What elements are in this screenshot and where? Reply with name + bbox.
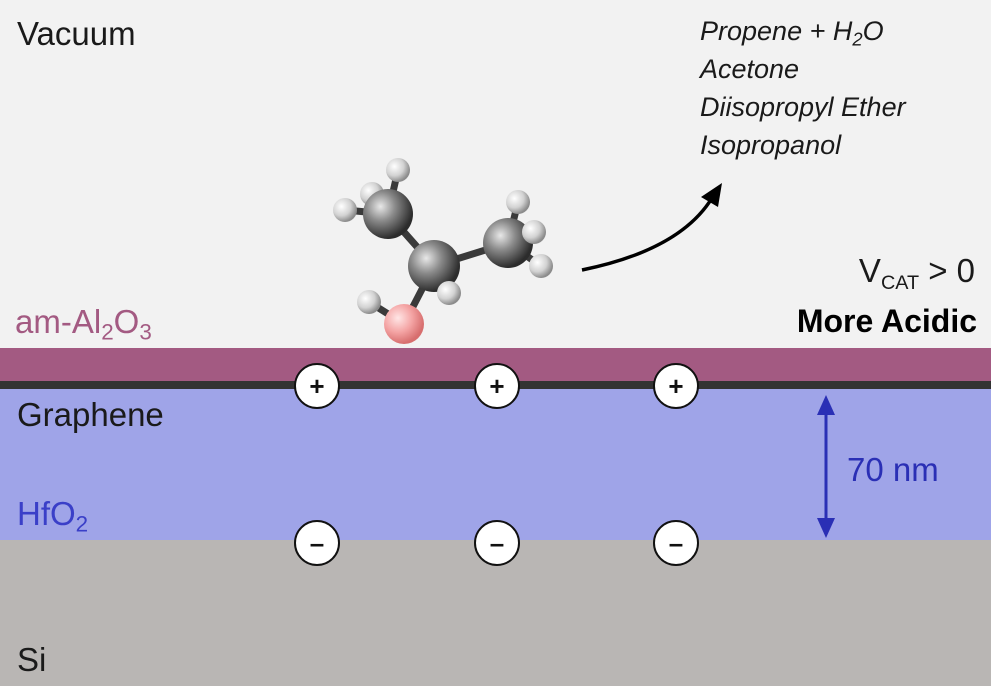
negative-charge: – [653, 520, 699, 566]
hydrogen-atom [522, 220, 546, 244]
hydrogen-atom [437, 281, 461, 305]
product-acetone: Acetone [700, 54, 800, 84]
thickness-label: 70 nm [847, 451, 939, 488]
hafnia-label-prefix: HfO [17, 495, 76, 532]
positive-charge: + [294, 363, 340, 409]
carbon-atom [483, 218, 533, 268]
positive-charge: + [474, 363, 520, 409]
acidity-effect-label: More Acidic [796, 303, 977, 339]
vcat-condition: VCAT > 0 [858, 252, 975, 293]
vcat-symbol: V [858, 252, 881, 289]
product-diisopropyl-ether: Diisopropyl Ether [700, 92, 906, 122]
hydrogen-atom [529, 254, 553, 278]
product-line1-prefix: Propene + H [700, 16, 853, 46]
graphene-label: Graphene [17, 398, 164, 431]
hafnia-label: HfO2 [17, 495, 88, 535]
hydrogen-atom [386, 158, 410, 182]
graphene-label-text: Graphene [17, 396, 164, 433]
negative-charge: – [294, 520, 340, 566]
alumina-label: am-Al2O3 [15, 303, 152, 343]
alumina-label-sub2: 3 [139, 319, 152, 345]
silicon-label: Si [17, 643, 46, 676]
oxygen-atom [384, 304, 424, 344]
reaction-arrow [581, 197, 714, 272]
alumina-label-prefix: am-Al [15, 303, 102, 340]
thickness-arrow [817, 395, 835, 538]
product-line1-suffix: O [862, 16, 884, 46]
carbon-atom [363, 189, 413, 239]
isopropanol-molecule [333, 158, 553, 344]
hafnia-label-sub: 2 [75, 511, 89, 537]
hydrogen-atom [357, 290, 381, 314]
carbon-atom [408, 240, 460, 292]
vacuum-label-text: Vacuum [17, 15, 136, 52]
alumina-label-mid: O [113, 303, 140, 340]
product-line1-sub: 2 [852, 28, 863, 50]
vcat-subscript: CAT [880, 271, 920, 294]
positive-charge: + [653, 363, 699, 409]
negative-charge: – [474, 520, 520, 566]
silicon-label-text: Si [17, 641, 47, 678]
hydrogen-atom [333, 198, 357, 222]
reaction-arrowhead [701, 183, 722, 207]
hydrogen-atom [506, 190, 530, 214]
vacuum-label: Vacuum [17, 17, 136, 50]
product-propene-water: Propene + H2O [700, 12, 906, 50]
product-isopropanol: Isopropanol [700, 130, 842, 160]
reaction-products-list: Propene + H2O Acetone Diisopropyl Ether … [700, 12, 906, 164]
alumina-label-sub1: 2 [101, 319, 114, 345]
vacuum-region [0, 0, 991, 348]
vcat-relation: > 0 [919, 252, 975, 289]
